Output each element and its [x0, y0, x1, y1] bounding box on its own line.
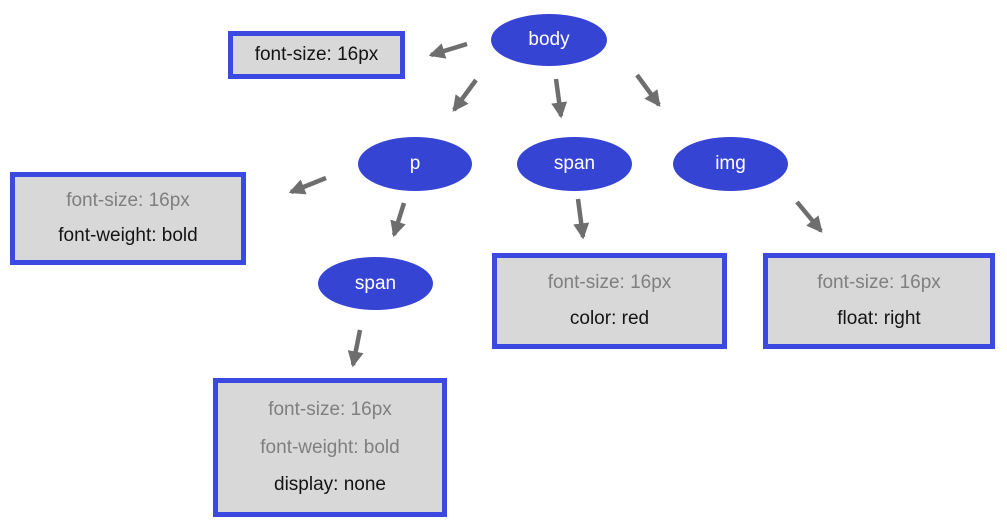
style-rule: font-weight: bold [58, 225, 198, 246]
arrow-p-to-span2 [390, 202, 407, 238]
stylebox-img: font-size: 16px float: right [763, 253, 995, 349]
arrow-span2-to-box-span2 [347, 329, 364, 368]
style-rule: float: right [837, 308, 921, 329]
arrow-body-to-p [452, 78, 478, 112]
node-p: p [358, 137, 472, 191]
style-rule: color: red [569, 308, 650, 329]
arrow-p-to-box-p [288, 175, 327, 195]
stylebox-p: font-size: 16px font-weight: bold [10, 172, 246, 265]
arrow-span-to-box-span [573, 198, 590, 240]
node-img: img [673, 137, 788, 191]
style-rule: font-size: 16px [254, 44, 379, 65]
arrow-img-to-box-img [795, 200, 823, 233]
style-rule-inherited: font-size: 16px [817, 272, 941, 293]
arrow-body-to-img [635, 73, 661, 107]
style-rule-inherited: font-size: 16px [547, 272, 672, 293]
stylebox-span-child: font-size: 16px font-weight: bold displa… [213, 378, 447, 517]
arrow-body-to-box-body [428, 41, 468, 59]
style-rule-inherited: font-weight: bold [260, 436, 400, 458]
node-span: span [517, 137, 632, 191]
style-rule-inherited: font-size: 16px [66, 190, 190, 211]
stylebox-span: font-size: 16px color: red [492, 253, 727, 349]
style-rule: display: none [274, 474, 386, 496]
arrow-body-to-span [551, 78, 568, 119]
stylebox-body: font-size: 16px [228, 31, 405, 79]
node-body: body [491, 14, 607, 66]
node-span-child: span [318, 257, 433, 310]
style-rule-inherited: font-size: 16px [268, 398, 392, 420]
